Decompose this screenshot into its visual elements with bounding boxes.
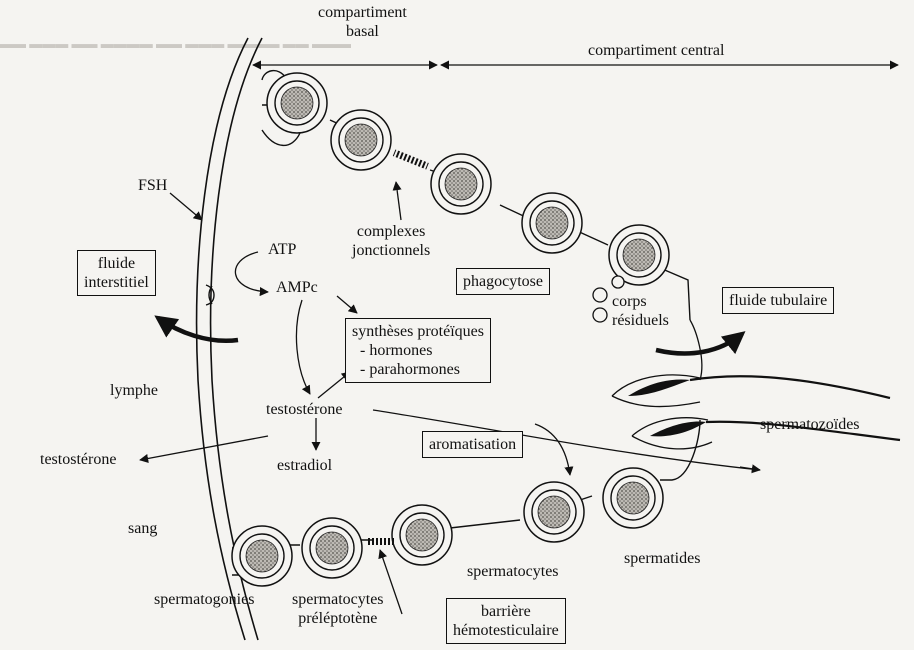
basement-membrane-outer (195, 37, 249, 641)
label-estradiol: estradiol (277, 457, 333, 474)
box-barriere-hemotesticulaire: barrière hémotesticulaire (446, 598, 566, 644)
label-corps-residuels: corps résiduels (612, 293, 669, 329)
bleed-through-text: ▬▬ ▬▬▬ ▬▬ ▬▬▬▬ ▬▬ ▬▬▬ ▬▬▬▬ ▬▬ ▬▬▬ (0, 36, 351, 51)
label-lymphe: lymphe (110, 382, 158, 399)
junctional-complex-top (392, 149, 429, 170)
label-spermatocytes: spermatocytes (467, 563, 559, 580)
signal-arrows (139, 181, 761, 615)
box-syntheses-proteiques: synthèses protéïques - hormones - paraho… (345, 318, 491, 383)
box-fluide-interstitiel: fluide interstitiel (77, 250, 156, 296)
lower-cells (231, 467, 664, 587)
junctional-complex-bottom (366, 538, 396, 545)
label-spermatides: spermatides (624, 550, 701, 567)
label-sang: sang (128, 520, 158, 537)
label-ampc: AMPc (276, 279, 318, 296)
label-spermatozoides: spermatozoïdes (760, 416, 860, 433)
label-compartiment-central: compartiment central (588, 42, 725, 59)
label-complexes-jonctionnels: complexes jonctionnels (352, 223, 431, 259)
box-aromatisation: aromatisation (422, 431, 524, 458)
label-testosterone-center: testostérone (266, 401, 343, 418)
box-fluide-tubulaire: fluide tubulaire (722, 287, 835, 314)
upper-cells (266, 72, 670, 286)
fsh-receptor (205, 284, 215, 306)
label-testosterone-left: testostérone (40, 451, 117, 468)
spermatozoa (611, 319, 901, 450)
label-spermatogonies: spermatogonies (154, 591, 255, 608)
box-phagocytose: phagocytose (456, 268, 550, 295)
label-atp: ATP (268, 241, 297, 258)
label-fsh: FSH (138, 177, 168, 194)
label-spermatocytes-preleptotene: spermatocytes préléptotène (292, 591, 384, 627)
secretion-arrow-tubular (655, 331, 746, 356)
secretion-arrow-interstitial (154, 315, 239, 343)
residual-bodies (592, 275, 625, 323)
label-compartiment-basal: compartiment basal (318, 4, 407, 40)
